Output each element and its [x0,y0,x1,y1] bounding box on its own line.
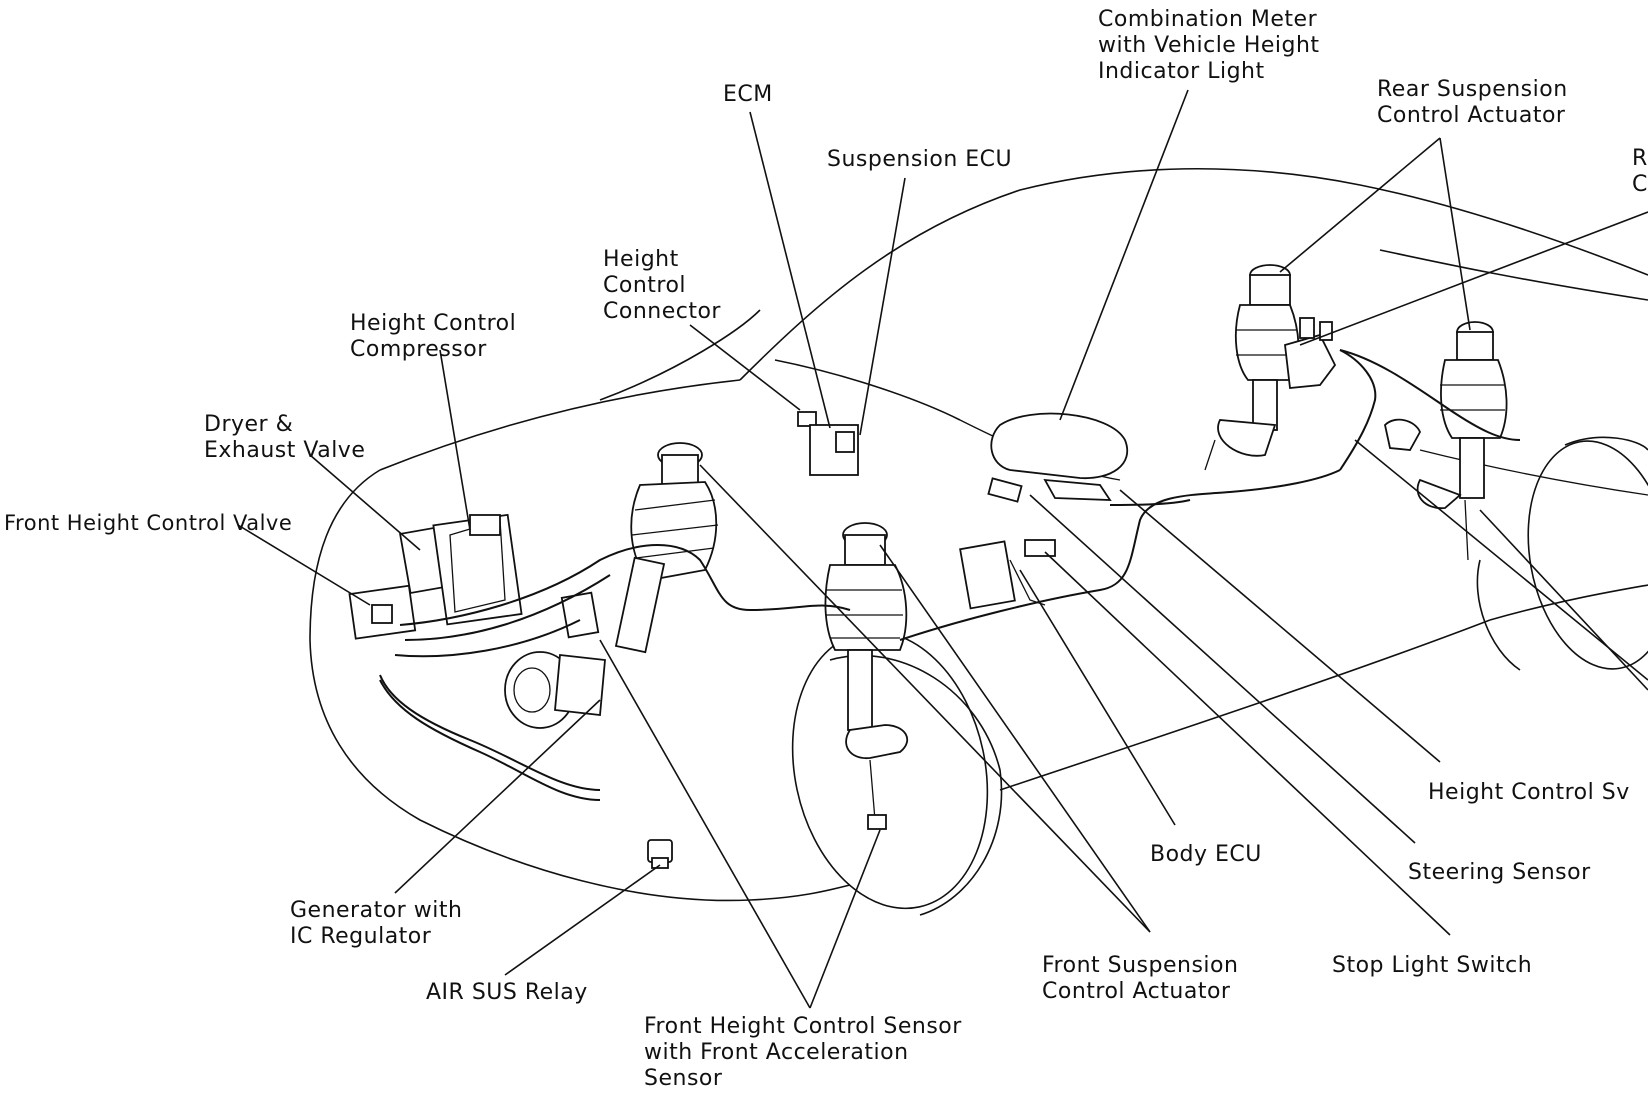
front-right-strut [824,522,909,831]
label-height-control-switch: Height Control Sv [1428,780,1630,806]
rear-left-strut [1204,264,1300,471]
label-front-suspension-actuator: Front Suspension Control Actuator [1042,953,1238,1005]
rear-wheel [1476,436,1648,671]
label-front-height-control-valve: Front Height Control Valve [4,510,292,536]
label-line: R [1632,146,1648,171]
label-line: Stop Light Switch [1332,953,1533,978]
label-line: Body ECU [1150,842,1262,867]
rear-right-strut [1416,321,1508,561]
label-line: Front Suspension [1042,953,1239,978]
label-line: AIR SUS Relay [426,980,588,1005]
label-front-height-control-sensor: Front Height Control Sensor with Front A… [644,1014,962,1092]
label-line: ECM [723,82,773,107]
label-line: Combination Meter [1098,7,1318,32]
label-line: Control Actuator [1042,979,1231,1004]
label-line: Exhaust Valve [204,438,366,463]
label-dryer-exhaust-valve: Dryer & Exhaust Valve [204,412,365,464]
label-rear-suspension-actuator: Rear Suspension Control Actuator [1377,77,1568,129]
body-ecu-part [959,540,1016,610]
label-height-control-connector: Height Control Connector [603,247,721,325]
label-line: IC Regulator [290,924,432,949]
label-line: Indicator Light [1098,59,1265,84]
label-line: Height Control Sv [1428,780,1630,805]
label-body-ecu: Body ECU [1150,842,1262,868]
label-generator-ic-regulator: Generator with IC Regulator [290,898,462,950]
rear-valve-cluster [1284,317,1421,451]
label-line: Steering Sensor [1408,860,1591,885]
label-line: Rear Suspension [1377,77,1568,102]
label-steering-sensor: Steering Sensor [1408,860,1591,886]
label-line: with Vehicle Height [1098,33,1320,58]
label-line: Suspension ECU [827,147,1013,172]
label-line: Dryer & [204,412,294,437]
front-wheel [791,630,1003,916]
label-height-control-compressor: Height Control Compressor [350,311,516,363]
leader-lines [237,89,1648,1009]
label-line: Compressor [350,337,487,362]
label-line: Height Control [350,311,517,336]
label-combination-meter: Combination Meter with Vehicle Height In… [1098,7,1320,85]
label-line: Control Actuator [1377,103,1566,128]
label-line: Front Height Control Valve [4,511,293,535]
label-line: Connector [603,299,721,324]
label-rear-partial: R C [1632,146,1648,198]
label-stop-light-switch: Stop Light Switch [1332,953,1532,979]
label-line: C [1632,172,1648,197]
label-suspension-ecu: Suspension ECU [827,147,1012,173]
front-engine-components [348,513,606,729]
label-line: with Front Acceleration [644,1040,909,1065]
label-line: Front Height Control Sensor [644,1014,962,1039]
label-line: Control [603,273,687,298]
combination-meter-part [990,412,1128,479]
label-air-sus-relay: AIR SUS Relay [426,980,588,1006]
label-line: Generator with [290,898,463,923]
air-tubing [379,349,1521,801]
label-line: Sensor [644,1066,723,1091]
label-ecm: ECM [723,82,773,108]
ecm-part [797,411,817,427]
label-line: Height [603,247,679,272]
